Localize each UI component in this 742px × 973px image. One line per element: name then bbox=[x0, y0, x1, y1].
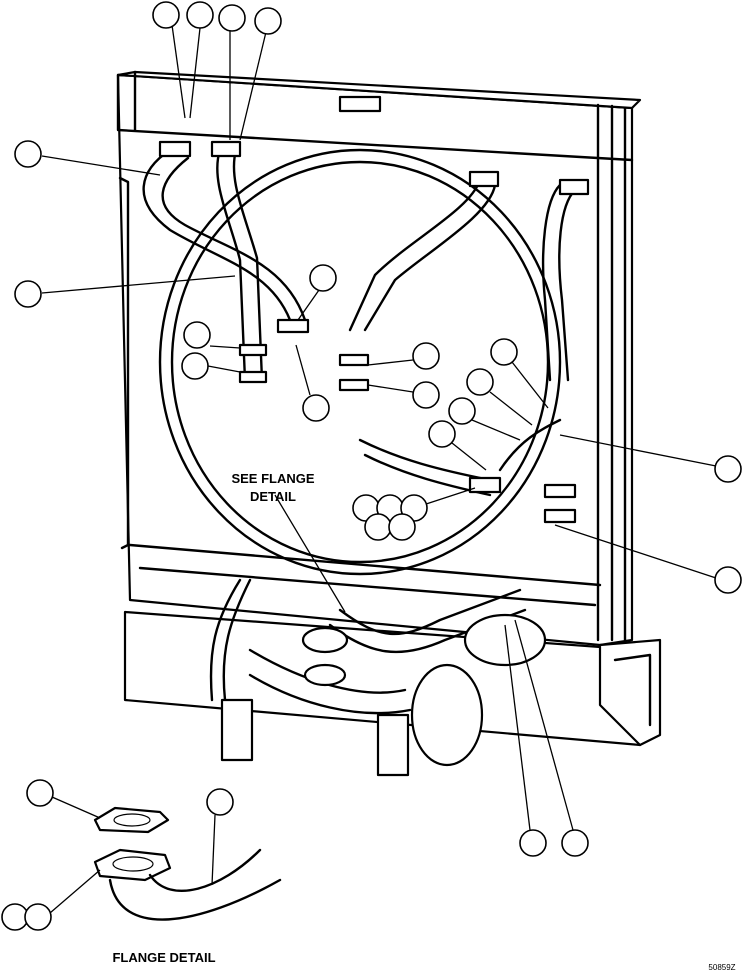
radiator-frame bbox=[116, 70, 642, 647]
hose-clamps bbox=[158, 140, 590, 524]
flange-detail-parts bbox=[93, 806, 282, 921]
pump-housing bbox=[220, 613, 547, 777]
callout-bubble bbox=[218, 4, 246, 32]
callout-bubble bbox=[466, 368, 494, 396]
callout-bubble bbox=[186, 1, 214, 29]
callout-bubble bbox=[714, 566, 742, 594]
callout-bubbles bbox=[1, 1, 742, 931]
callout-bubble bbox=[490, 338, 518, 366]
callout-bubble bbox=[254, 7, 282, 35]
callout-bubble bbox=[309, 264, 337, 292]
callout-bubble bbox=[14, 140, 42, 168]
see-flange-detail-label: SEE FLANGE DETAIL bbox=[231, 471, 315, 504]
drawing-number: 50859Z bbox=[708, 963, 736, 972]
callout-bubble bbox=[26, 779, 54, 807]
callout-bubble bbox=[24, 903, 52, 931]
callout-bubble bbox=[412, 342, 440, 370]
flange-detail-title: FLANGE DETAIL bbox=[112, 950, 216, 965]
callout-bubble bbox=[428, 420, 456, 448]
callout-bubble bbox=[388, 513, 416, 541]
callout-bubble bbox=[1, 903, 29, 931]
callout-bubble bbox=[152, 1, 180, 29]
callout-bubble bbox=[364, 513, 392, 541]
callout-bubble bbox=[561, 829, 589, 857]
callout-bubble bbox=[14, 280, 42, 308]
callout-bubble bbox=[181, 352, 209, 380]
callout-bubble bbox=[412, 381, 440, 409]
callout-bubble bbox=[302, 394, 330, 422]
callout-bubble bbox=[183, 321, 211, 349]
callout-bubble bbox=[714, 455, 742, 483]
callout-bubble bbox=[519, 829, 547, 857]
callout-bubble bbox=[448, 397, 476, 425]
callout-bubble bbox=[206, 788, 234, 816]
